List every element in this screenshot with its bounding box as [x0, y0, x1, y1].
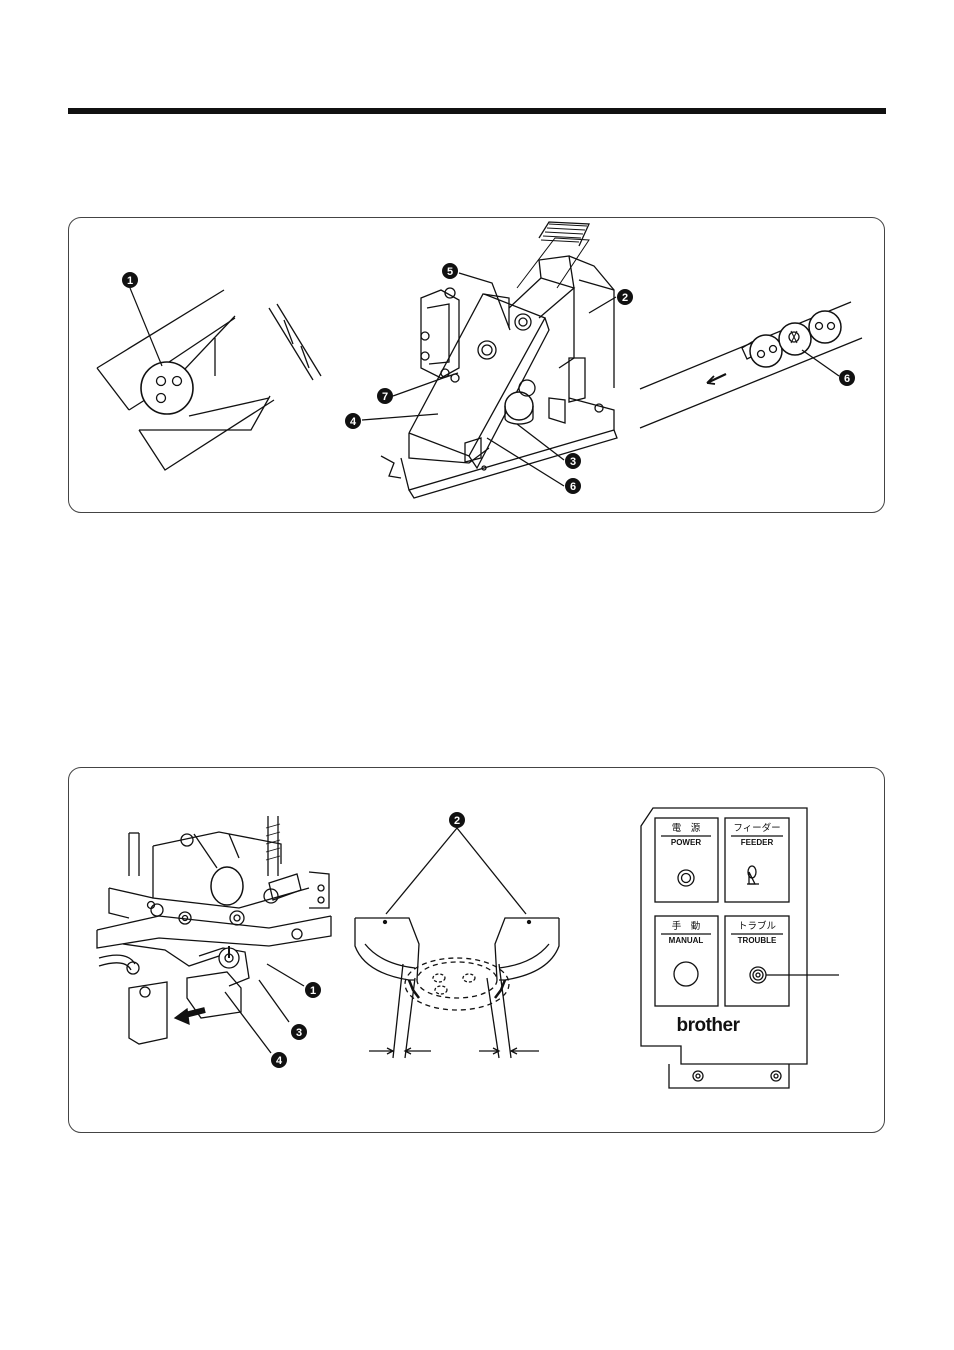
callout-5-label: 5: [447, 266, 453, 278]
figure-panel-bottom: 電 源 POWER フィーダー FEEDER 手 動 MANUAL トラブル T…: [68, 767, 885, 1133]
control-panel-sketch: [641, 808, 839, 1088]
callout-1: 1: [122, 272, 138, 288]
callout-1-bottom-label: 1: [310, 985, 316, 997]
manual-label: MANUAL: [669, 936, 704, 945]
callout-1-label: 1: [127, 275, 133, 287]
brand-logo: brother: [677, 1015, 741, 1036]
figure-panel-top: 1 5 2 7 4 3 6 6: [68, 217, 885, 513]
callout-6-right: 6: [839, 370, 855, 386]
callout-7-label: 7: [382, 391, 388, 403]
button-chute-sketch: [640, 302, 862, 428]
callout-5: 5: [442, 263, 458, 279]
callout-4-bottom: 4: [271, 1052, 287, 1068]
callout-3: 3: [565, 453, 581, 469]
callout-6-center: 6: [565, 478, 581, 494]
callout-6-right-label: 6: [844, 373, 850, 385]
feeder-label: FEEDER: [741, 838, 774, 847]
clamp-mechanism-sketch: [97, 816, 331, 1053]
figure-top-illustration: 1 5 2 7 4 3 6 6: [69, 218, 886, 514]
trouble-label-jp: トラブル: [738, 920, 777, 932]
callout-3-bottom: 3: [291, 1024, 307, 1040]
power-label-jp: 電 源: [672, 823, 701, 834]
callout-2-label: 2: [622, 292, 628, 304]
callout-6-center-label: 6: [570, 481, 576, 493]
jaw-gap-sketch: [355, 828, 559, 1058]
callout-3-label: 3: [570, 456, 576, 468]
power-label: POWER: [671, 838, 701, 847]
callout-2: 2: [617, 289, 633, 305]
callout-7: 7: [377, 388, 393, 404]
feeder-label-jp: フィーダー: [733, 822, 780, 834]
callout-4-label: 4: [350, 416, 357, 428]
button-clamp-sketch: [97, 290, 321, 470]
callout-2-bottom: 2: [449, 812, 465, 828]
callout-3-bottom-label: 3: [296, 1027, 302, 1039]
callout-4: 4: [345, 413, 361, 429]
callout-4-bottom-label: 4: [276, 1055, 283, 1067]
callout-2-bottom-label: 2: [454, 815, 460, 827]
manual-label-jp: 手 動: [672, 920, 701, 932]
callout-1-bottom: 1: [305, 982, 321, 998]
figure-bottom-illustration: 電 源 POWER フィーダー FEEDER 手 動 MANUAL トラブル T…: [69, 768, 886, 1134]
header-rule: [68, 108, 886, 114]
trouble-label: TROUBLE: [738, 936, 777, 945]
